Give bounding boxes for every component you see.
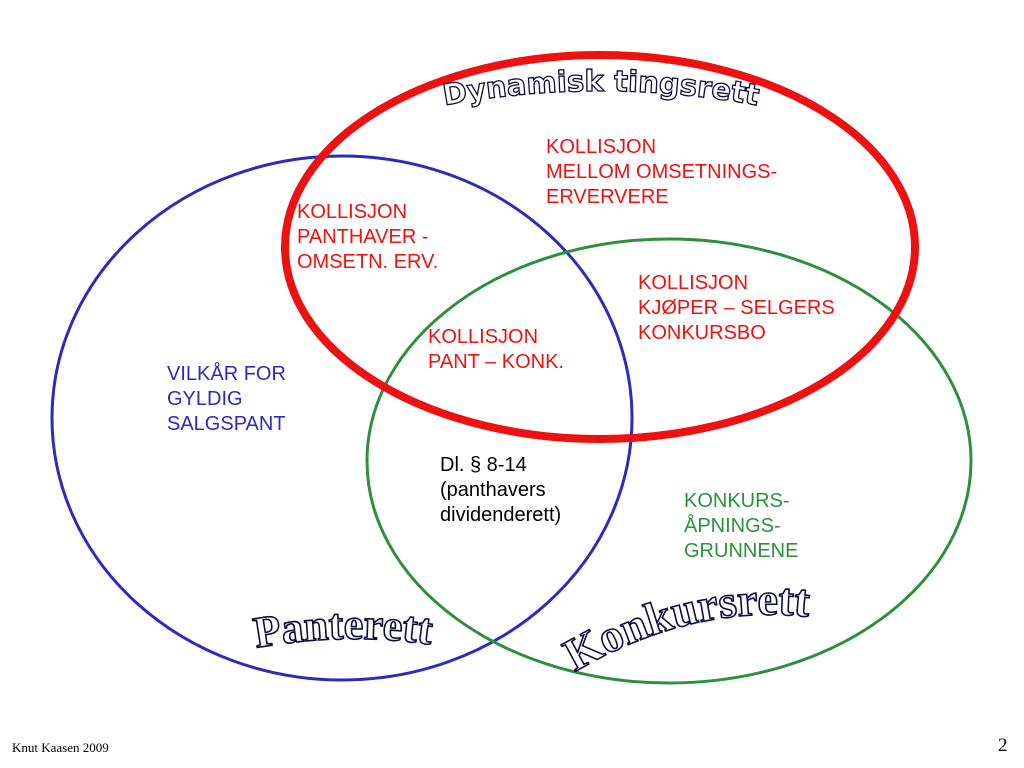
dynamisk-tingsrett-ellipse [281, 51, 919, 443]
konkursapningsgrunnene-label: KONKURS- ÅPNINGS- GRUNNENE [684, 490, 799, 562]
kollisjon-kjoper-label: KOLLISJON KJØPER – SELGERS KONKURSBO [638, 272, 835, 344]
kollisjon-pant-konk-label: KOLLISJON PANT – KONK. [428, 326, 564, 373]
vilkar-salgspant-label: VILKÅR FOR GYLDIG SALGSPANT [167, 363, 286, 435]
panterett-circle [50, 154, 634, 682]
dividenderett-label: Dl. § 8-14 (panthavers dividenderett) [440, 454, 562, 526]
konkursrett-circle [365, 237, 973, 685]
page-number: 2 [998, 735, 1008, 756]
footer-author: Knut Kaasen 2009 [12, 740, 109, 755]
panterett-title: Panterett [250, 600, 436, 658]
kollisjon-omsetning-label: KOLLISJON MELLOM OMSETNINGS- ERVERVERE [546, 136, 778, 208]
kollisjon-panthaver-label: KOLLISJON PANTHAVER - OMSETN. ERV. [297, 201, 439, 273]
konkursrett-title: Konkursrett [555, 574, 813, 681]
